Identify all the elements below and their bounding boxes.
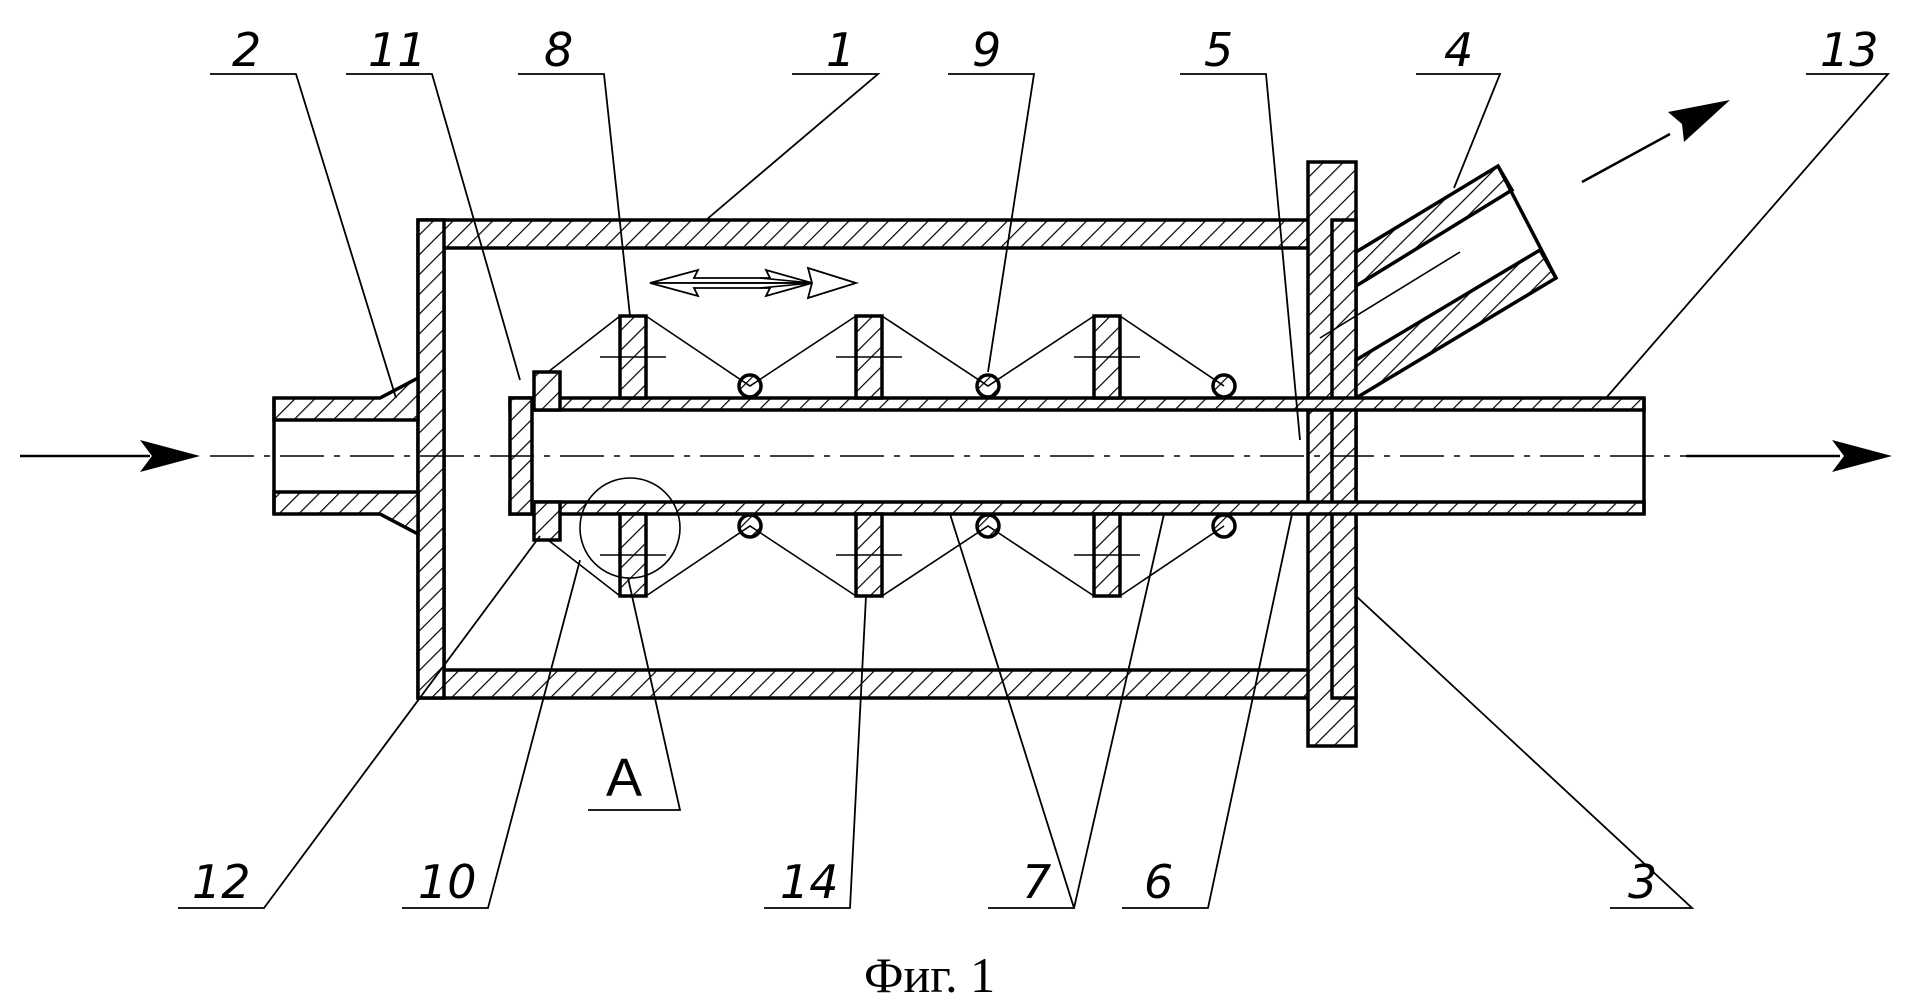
callout-labels: 2 11 8 1 9 5 4 13 12 10 14 7 6 3 A [192, 23, 1879, 909]
bead-seals [737, 373, 1237, 539]
detail-circle-a [579, 477, 681, 579]
reciprocating-motion-arrow [649, 266, 860, 300]
callout-9: 9 [972, 23, 1001, 77]
section-view-label: A [606, 748, 642, 808]
callout-5: 5 [1204, 23, 1233, 77]
elastic-rings [600, 314, 1140, 598]
branch-flow-arrow [1581, 100, 1730, 184]
callout-8: 8 [544, 23, 573, 77]
callout-6: 6 [1144, 855, 1173, 909]
callout-7: 7 [1022, 855, 1051, 909]
leader-lines [178, 73, 1890, 909]
housing [416, 218, 1334, 700]
callout-1: 1 [826, 23, 855, 77]
inlet-pipe [272, 375, 420, 537]
callout-14: 14 [780, 855, 839, 909]
callout-2: 2 [232, 23, 261, 77]
callout-13: 13 [1820, 23, 1879, 77]
callout-12: 12 [192, 855, 251, 909]
end-flange [1306, 160, 1358, 748]
callout-4: 4 [1444, 23, 1473, 77]
branch-outlet [1319, 163, 1559, 402]
diaphragm-cones [547, 315, 1270, 597]
callout-3: 3 [1628, 855, 1657, 909]
figure-caption: Фиг. 1 [864, 947, 995, 1003]
callout-11: 11 [368, 23, 427, 77]
inlet-flow-arrow [20, 440, 200, 472]
callout-10: 10 [418, 855, 477, 909]
